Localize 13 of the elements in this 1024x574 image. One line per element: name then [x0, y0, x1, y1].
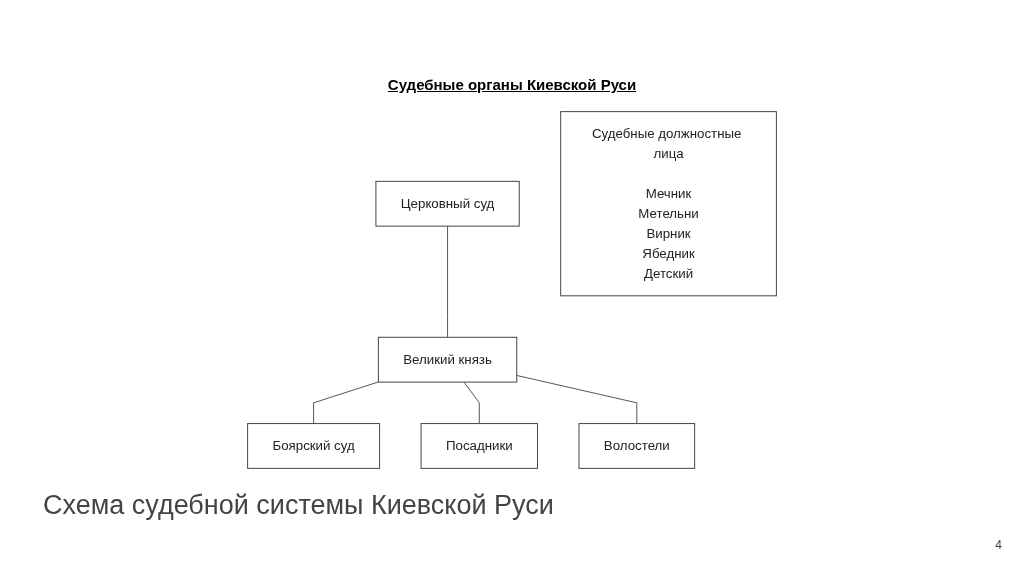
page-number: 4: [995, 538, 1002, 552]
connector: [313, 381, 379, 425]
connector: [463, 381, 480, 425]
diagram-title: Судебные органы Киевской Руси: [386, 76, 638, 93]
node-box: Церковный суд: [375, 180, 520, 227]
node-box: Боярский суд: [247, 423, 381, 469]
connector: [447, 225, 449, 338]
connector: [516, 374, 638, 425]
node-box: Волостели: [578, 423, 696, 469]
node-box: Посадники: [420, 423, 538, 469]
slide-caption: Схема судебной системы Киевской Руси: [43, 490, 554, 521]
node-box: Великий князь: [377, 336, 518, 383]
node-box: Судебные должностные лица Мечник Метельни Вирник Ябедник Детский: [560, 111, 777, 297]
